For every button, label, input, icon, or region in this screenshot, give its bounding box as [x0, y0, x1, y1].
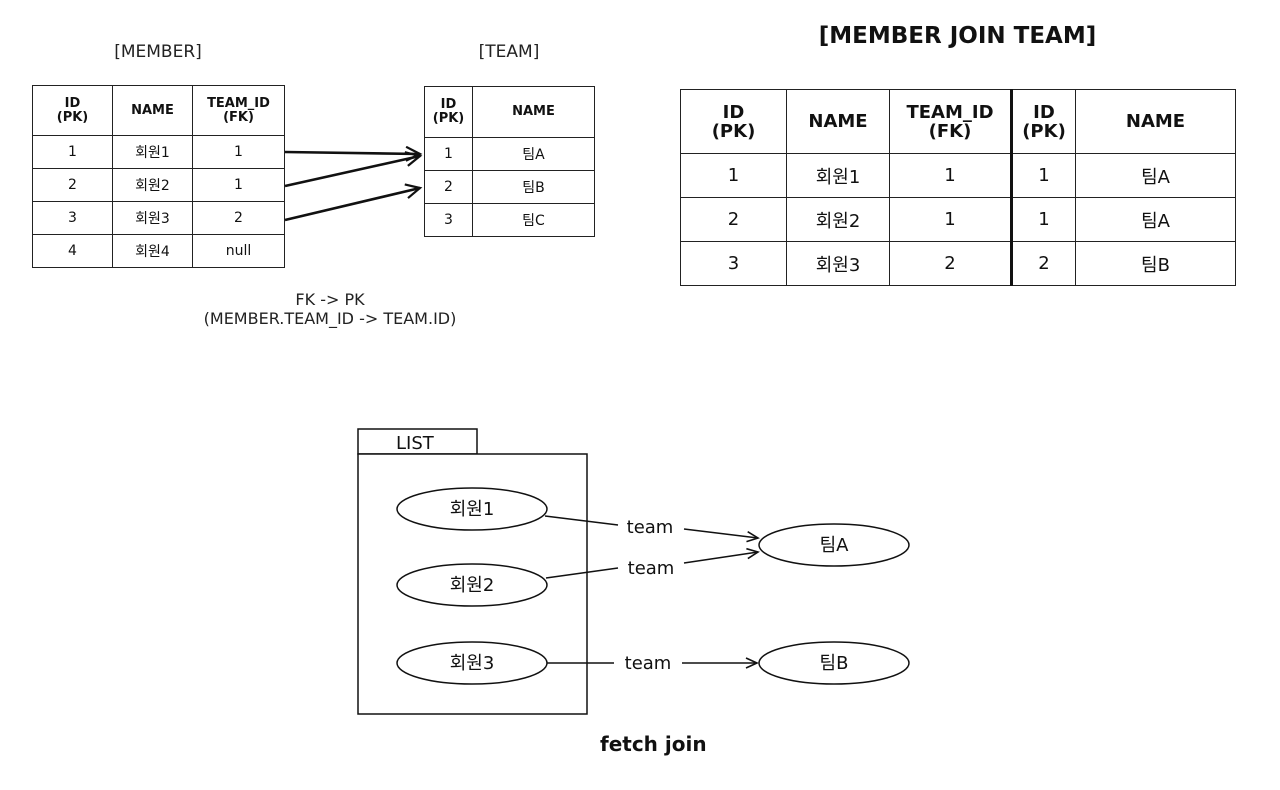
list-label: LIST	[396, 433, 435, 454]
table-row: 3 팀C	[424, 203, 595, 237]
join-cell: 팀A	[1075, 197, 1236, 242]
member-cell: 1	[32, 135, 113, 169]
member-table-caption: [MEMBER]	[114, 42, 202, 62]
member-node-2-label: 회원2	[450, 575, 495, 596]
member-cell: 회원1	[112, 135, 193, 169]
member-cell: 1	[192, 135, 285, 169]
member-cell: 1	[192, 168, 285, 202]
member-node-2	[396, 563, 548, 607]
fk-arrow-2	[284, 151, 423, 188]
team-node-b-label: 팀B	[820, 653, 849, 674]
member-node-1-label: 회원1	[450, 499, 495, 520]
join-cell: 회원1	[786, 153, 890, 198]
fk-arrow-3	[284, 183, 423, 222]
member-node-1	[396, 487, 548, 531]
team-table-caption: [TEAM]	[478, 42, 540, 62]
join-cell: 3	[680, 241, 787, 286]
table-row: 2 팀B	[424, 170, 595, 204]
member-cell: 회원2	[112, 168, 193, 202]
member-node-3-label: 회원3	[450, 653, 495, 674]
edge-1-seg-b	[683, 528, 760, 543]
edge-2-label: team	[628, 558, 675, 579]
join-cell: 1	[889, 197, 1012, 242]
member-cell: 회원4	[112, 234, 193, 268]
fetch-join-caption: fetch join	[600, 732, 707, 756]
team-node-a	[758, 523, 910, 567]
join-table-title: [MEMBER JOIN TEAM]	[818, 23, 1097, 49]
member-cell: 회원3	[112, 201, 193, 235]
join-header-id: ID (PK)	[680, 89, 787, 154]
team-cell: 팀C	[472, 203, 595, 237]
join-table: ID (PK) NAME TEAM_ID (FK) ID (PK) NAME 1…	[680, 89, 1236, 286]
join-cell: 2	[889, 241, 1012, 286]
fk-note: FK -> PK (MEMBER.TEAM_ID -> TEAM.ID)	[150, 290, 510, 328]
table-row: 3 회원3 2 2 팀B	[680, 241, 1236, 286]
join-cell: 팀B	[1075, 241, 1236, 286]
team-node-b	[758, 641, 910, 685]
list-tab	[357, 428, 478, 455]
join-header-team-id: TEAM_ID (FK)	[889, 89, 1012, 154]
fk-note-line1: FK -> PK	[295, 290, 365, 309]
join-cell: 2	[680, 197, 787, 242]
team-header-id: ID (PK)	[424, 86, 473, 138]
team-node-a-label: 팀A	[820, 535, 850, 556]
member-cell: 3	[32, 201, 113, 235]
edge-1-seg-a	[544, 515, 619, 526]
team-table: ID (PK) NAME 1 팀A 2 팀B 3 팀C	[424, 86, 595, 237]
team-cell: 3	[424, 203, 473, 237]
join-cell: 회원3	[786, 241, 890, 286]
table-row: 2 회원2 1	[32, 168, 285, 202]
table-row: 1 회원1 1 1 팀A	[680, 153, 1236, 198]
table-row: 3 회원3 2	[32, 201, 285, 235]
team-cell: 1	[424, 137, 473, 171]
table-row: 4 회원4 null	[32, 234, 285, 268]
table-row: 1 회원1 1	[32, 135, 285, 169]
member-cell: 4	[32, 234, 113, 268]
member-cell: null	[192, 234, 285, 268]
fk-arrow-1	[284, 145, 423, 162]
member-header-id: ID (PK)	[32, 85, 113, 136]
fk-note-line2: (MEMBER.TEAM_ID -> TEAM.ID)	[203, 309, 457, 328]
join-cell: 1	[1010, 197, 1076, 242]
member-table: ID (PK) NAME TEAM_ID (FK) 1 회원1 1 2 회원2 …	[32, 85, 285, 268]
table-row: 2 회원2 1 1 팀A	[680, 197, 1236, 242]
member-cell: 2	[192, 201, 285, 235]
join-cell: 회원2	[786, 197, 890, 242]
team-header-name: NAME	[472, 86, 595, 138]
member-header-team-id: TEAM_ID (FK)	[192, 85, 285, 136]
edge-2-seg-a	[545, 567, 619, 579]
edge-1-label: team	[627, 517, 674, 538]
table-row: 1 팀A	[424, 137, 595, 171]
edge-3-label: team	[625, 653, 672, 674]
edge-2-seg-b	[683, 547, 760, 564]
